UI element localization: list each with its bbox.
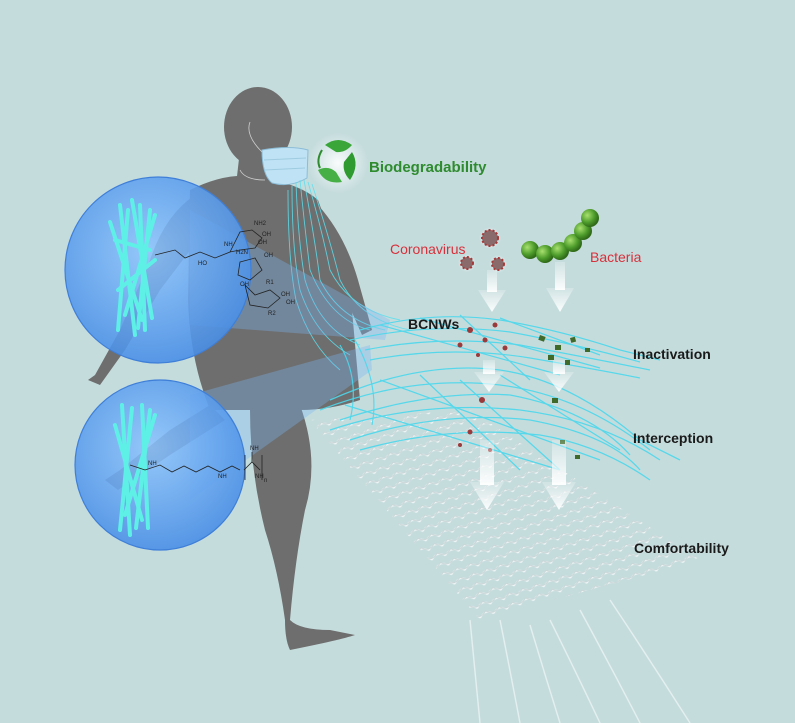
svg-text:NH: NH xyxy=(218,474,227,480)
svg-text:n: n xyxy=(264,478,267,484)
bacteria-chain-icon xyxy=(521,209,599,263)
chemistry-labels-upper: NH2 OH OH NH H2N HO OH OH R1 OH OH R2 xyxy=(198,221,295,317)
svg-text:HO: HO xyxy=(198,261,207,267)
svg-text:NH: NH xyxy=(224,242,233,248)
svg-text:OH: OH xyxy=(258,240,267,246)
chemistry-labels-lower: NH NH NH NH n xyxy=(148,446,267,484)
svg-text:R2: R2 xyxy=(268,311,276,317)
svg-text:NH: NH xyxy=(148,461,157,467)
trapped-particles xyxy=(457,322,590,459)
virus-icon xyxy=(489,255,507,273)
nanowire-bundle-icon xyxy=(108,198,157,337)
upper-zoom-circle: NH2 OH OH NH H2N HO OH OH R1 OH OH R2 xyxy=(64,176,295,364)
svg-text:NH: NH xyxy=(250,446,259,452)
chitosan-structure xyxy=(154,229,281,309)
nanowire-bundle-icon xyxy=(113,403,157,537)
arrow-down-icon xyxy=(478,270,506,312)
svg-text:OH: OH xyxy=(264,253,273,259)
svg-text:OH: OH xyxy=(286,300,295,306)
comfortability-label: Comfortability xyxy=(634,540,729,556)
bcnws-label: BCNWs xyxy=(408,316,460,332)
recycle-leaf-icon xyxy=(308,133,368,193)
svg-text:OH: OH xyxy=(240,282,249,288)
pgh-structure xyxy=(129,452,263,480)
svg-text:H2N: H2N xyxy=(236,250,248,256)
coronavirus-label: Coronavirus xyxy=(390,241,466,257)
arrow-down-icon xyxy=(474,360,504,392)
coronavirus-icons xyxy=(458,227,507,273)
arrow-down-icon xyxy=(544,360,574,392)
arrow-down-icon xyxy=(542,440,576,510)
svg-text:OH: OH xyxy=(262,232,271,238)
virus-icon xyxy=(458,254,476,272)
virus-icon xyxy=(479,227,501,249)
fiber-stream xyxy=(287,179,411,371)
svg-text:NH2: NH2 xyxy=(254,221,267,227)
lower-zoom-circle: NH NH NH NH n xyxy=(74,379,267,551)
svg-text:OH: OH xyxy=(281,292,290,298)
svg-text:NH: NH xyxy=(255,474,264,480)
interception-label: Interception xyxy=(633,430,714,446)
biodegradability-label: Biodegradability xyxy=(369,159,487,176)
arrow-down-icon xyxy=(470,440,504,510)
inactivation-label: Inactivation xyxy=(633,346,711,362)
bacteria-label: Bacteria xyxy=(590,249,642,265)
svg-text:R1: R1 xyxy=(266,280,274,286)
flow-arrows xyxy=(470,262,576,510)
mesh-layer xyxy=(310,410,700,723)
arrow-down-icon xyxy=(546,262,574,312)
inactivation-layer xyxy=(339,314,661,426)
face-mask xyxy=(239,121,309,186)
